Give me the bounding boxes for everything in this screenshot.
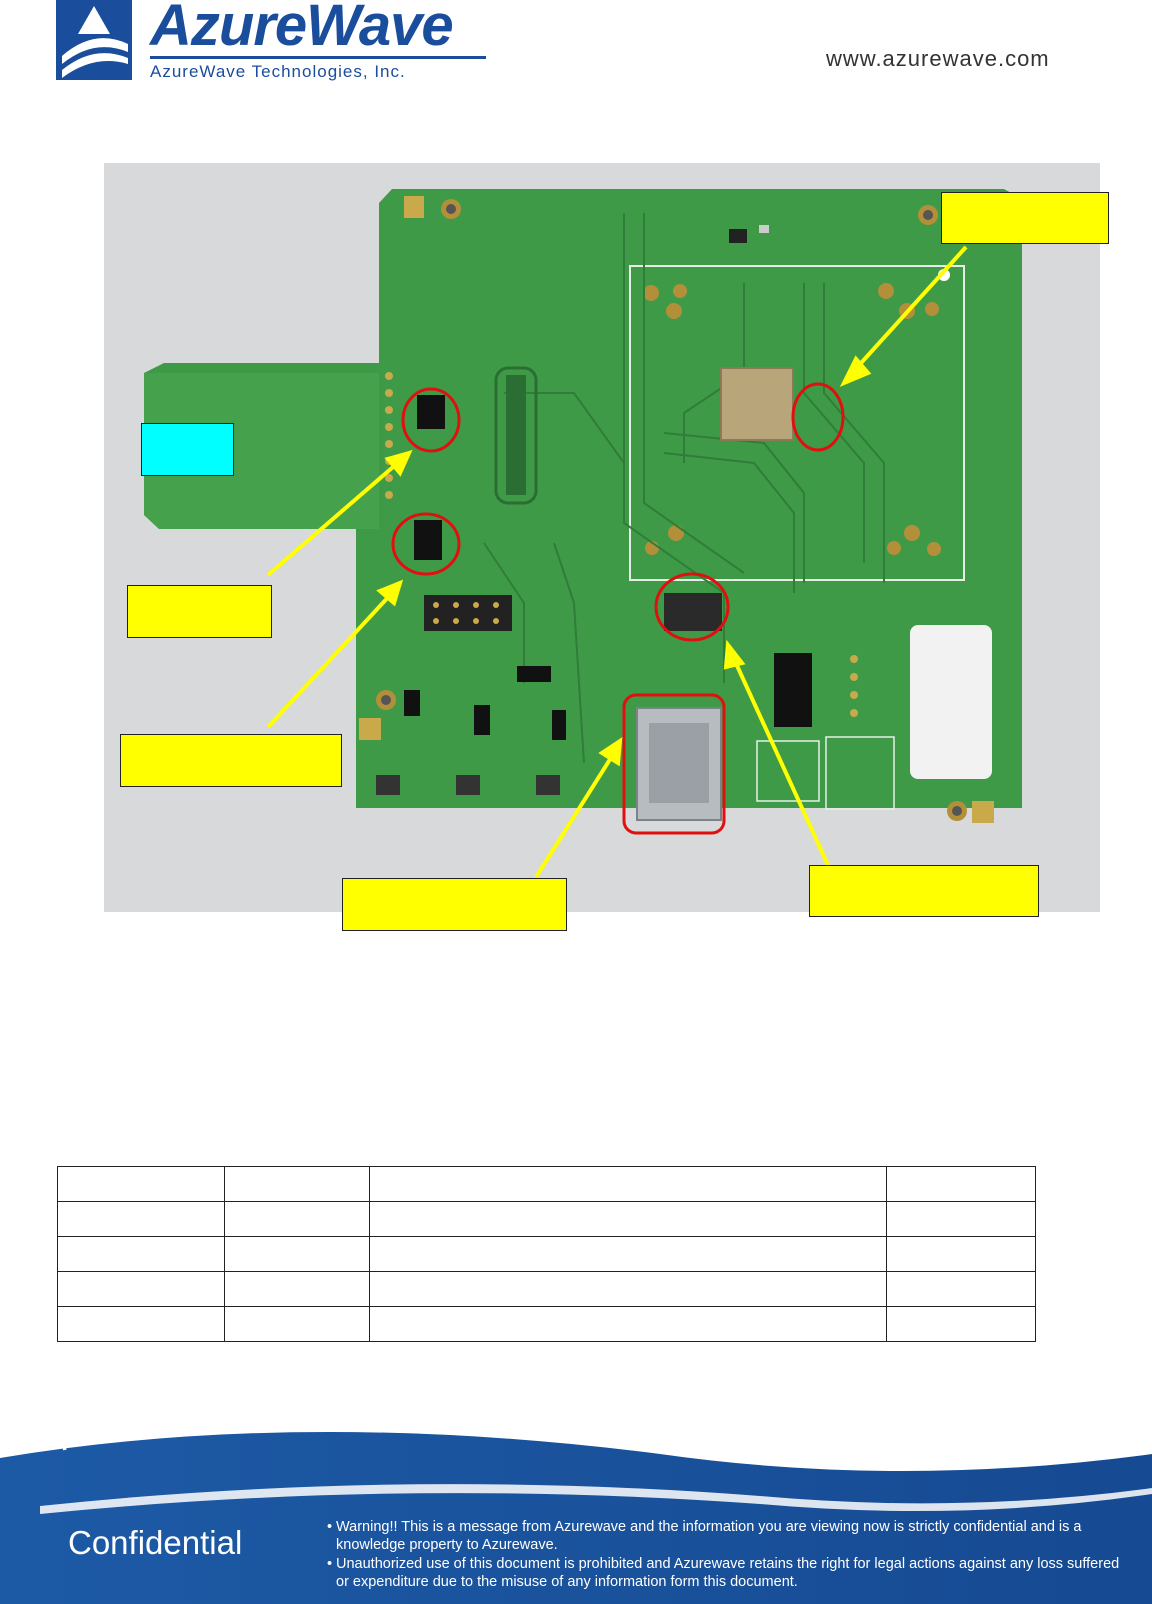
callout-bottom-right bbox=[809, 865, 1039, 917]
footer-confidential: Confidential bbox=[68, 1524, 243, 1561]
table-row bbox=[57, 1271, 1036, 1307]
table-cell bbox=[369, 1166, 887, 1202]
table-cell bbox=[224, 1166, 370, 1202]
warning-text: Warning!! This is a message from Azurewa… bbox=[336, 1519, 1082, 1553]
table-cell bbox=[224, 1201, 370, 1237]
table-cell bbox=[886, 1271, 1036, 1307]
table-cell bbox=[57, 1271, 225, 1307]
website-url: www.azurewave.com bbox=[826, 46, 1050, 71]
board-photo bbox=[104, 163, 1100, 912]
red-markers bbox=[391, 382, 845, 835]
bullet-icon: • bbox=[327, 1519, 333, 1535]
callout-top-right bbox=[941, 192, 1109, 244]
table-cell bbox=[57, 1306, 225, 1342]
table-cell bbox=[886, 1306, 1036, 1342]
footer-banner bbox=[0, 1431, 1152, 1604]
table-cell bbox=[57, 1166, 225, 1202]
table-cell bbox=[57, 1236, 225, 1272]
warning-text: Unauthorized use of this document is pro… bbox=[336, 1556, 1120, 1590]
footer-warning-2: • Unauthorized use of this document is p… bbox=[327, 1555, 1136, 1591]
spec-table bbox=[57, 1166, 1036, 1342]
bullet-icon: • bbox=[327, 1556, 333, 1572]
table-cell bbox=[369, 1271, 887, 1307]
table-cell bbox=[886, 1166, 1036, 1202]
table-cell bbox=[224, 1306, 370, 1342]
brand-name: AzureWave bbox=[150, 0, 454, 58]
table-row bbox=[57, 1236, 1036, 1272]
brand-rule bbox=[150, 56, 486, 59]
table-row bbox=[57, 1201, 1036, 1237]
callout-arrows bbox=[266, 245, 968, 879]
footer-warning-1: • Warning!! This is a message from Azure… bbox=[327, 1518, 1136, 1554]
callout-left-cyan bbox=[141, 423, 234, 476]
table-cell bbox=[886, 1201, 1036, 1237]
brand-subtitle: AzureWave Technologies, Inc. bbox=[150, 62, 406, 81]
callout-left-lower bbox=[120, 734, 342, 787]
table-row bbox=[57, 1166, 1036, 1202]
table-cell bbox=[369, 1306, 887, 1342]
table-cell bbox=[224, 1236, 370, 1272]
azurewave-logo-icon bbox=[56, 0, 132, 80]
table-cell bbox=[224, 1271, 370, 1307]
callout-left-upper bbox=[127, 585, 272, 638]
table-row bbox=[57, 1306, 1036, 1342]
callout-bottom-center bbox=[342, 878, 567, 931]
table-cell bbox=[57, 1201, 225, 1237]
table-cell bbox=[886, 1236, 1036, 1272]
table-cell bbox=[369, 1236, 887, 1272]
table-cell bbox=[369, 1201, 887, 1237]
